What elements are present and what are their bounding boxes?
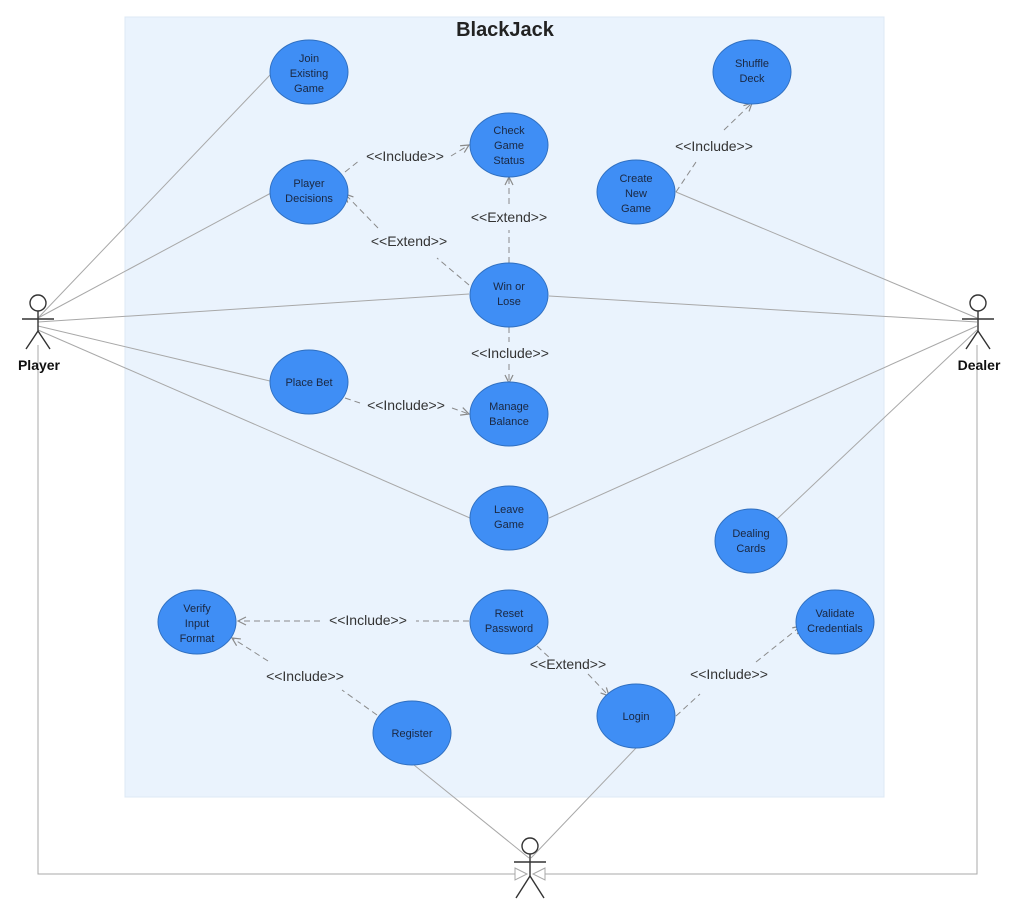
- assoc-player-leave: [37, 329, 471, 519]
- usecase-login[interactable]: Login: [596, 683, 676, 749]
- actor-player-label: Player: [18, 357, 61, 373]
- actor-dealer-leg-left: [965, 330, 979, 350]
- label-bet-manage: <<Include>>: [367, 397, 445, 413]
- actor-bottom-leg-right: [529, 875, 545, 899]
- dep-pd-check-b: [450, 145, 469, 157]
- assoc-dealer-win: [548, 295, 978, 323]
- dependencies: [232, 103, 801, 717]
- actor-bottom[interactable]: [514, 837, 546, 899]
- assoc-player-decisions: [37, 192, 272, 319]
- generalization-arrowhead-right: [531, 867, 546, 881]
- label-win-pd: <<Extend>>: [371, 233, 447, 249]
- usecase-register[interactable]: Register: [372, 700, 452, 766]
- actor-player-leg-left: [25, 330, 39, 350]
- assoc-dealer-dealing: [775, 329, 978, 521]
- label-pd-check: <<Include>>: [366, 148, 444, 164]
- actor-dealer[interactable]: [962, 294, 994, 350]
- generalization-player: [37, 345, 515, 875]
- assoc-bottom-register: [413, 764, 530, 859]
- svg-text:Place Bet: Place Bet: [285, 377, 332, 389]
- dep-reset-login-b: [587, 673, 609, 696]
- label-register-verify: <<Include>>: [266, 668, 344, 684]
- generalization-dealer: [545, 345, 978, 875]
- actor-dealer-label: Dealer: [958, 357, 1001, 373]
- dep-reset-login: [536, 645, 553, 661]
- actor-player-head: [29, 294, 47, 312]
- dep-pd-check: [344, 159, 361, 173]
- associations: [37, 73, 978, 875]
- assoc-bottom-login: [530, 747, 637, 859]
- system-title: BlackJack: [456, 19, 555, 41]
- dep-win-pd-b: [345, 194, 379, 229]
- label-reset-verify: <<Include>>: [329, 612, 407, 628]
- assoc-player-join: [37, 73, 272, 319]
- actor-player-leg-right: [37, 330, 51, 350]
- label-reset-login: <<Extend>>: [530, 656, 606, 672]
- dep-bet-manage: [344, 397, 361, 404]
- label-win-check: <<Extend>>: [471, 209, 547, 225]
- dep-bet-manage-b: [451, 408, 469, 414]
- dep-register-verify: [341, 689, 378, 716]
- label-login-validate: <<Include>>: [690, 666, 768, 682]
- relation-labels: <<Include>> <<Include>> <<Extend>> <<Ext…: [266, 138, 768, 684]
- dep-login-validate: [675, 693, 701, 717]
- usecase-place-bet[interactable]: Place Bet: [269, 349, 349, 415]
- actor-bottom-head: [521, 837, 539, 855]
- svg-text:Register: Register: [392, 728, 433, 740]
- label-create-shuffle: <<Include>>: [675, 138, 753, 154]
- assoc-player-bet: [37, 325, 271, 382]
- assoc-dealer-create: [675, 191, 978, 319]
- label-win-manage: <<Include>>: [471, 345, 549, 361]
- dep-create-shuffle-b: [723, 103, 752, 131]
- dep-create-shuffle: [675, 161, 697, 193]
- dep-win-pd: [436, 257, 470, 286]
- actor-dealer-head: [969, 294, 987, 312]
- generalization-arrowheads: [514, 867, 546, 881]
- actor-player[interactable]: [22, 294, 54, 350]
- svg-text:Login: Login: [623, 711, 650, 723]
- generalization-arrowhead-left: [514, 867, 529, 881]
- assoc-dealer-leave: [548, 325, 978, 519]
- dep-register-verify-b: [232, 638, 269, 662]
- actor-dealer-leg-right: [977, 330, 991, 350]
- actor-bottom-leg-left: [515, 875, 531, 899]
- assoc-player-win: [37, 293, 470, 323]
